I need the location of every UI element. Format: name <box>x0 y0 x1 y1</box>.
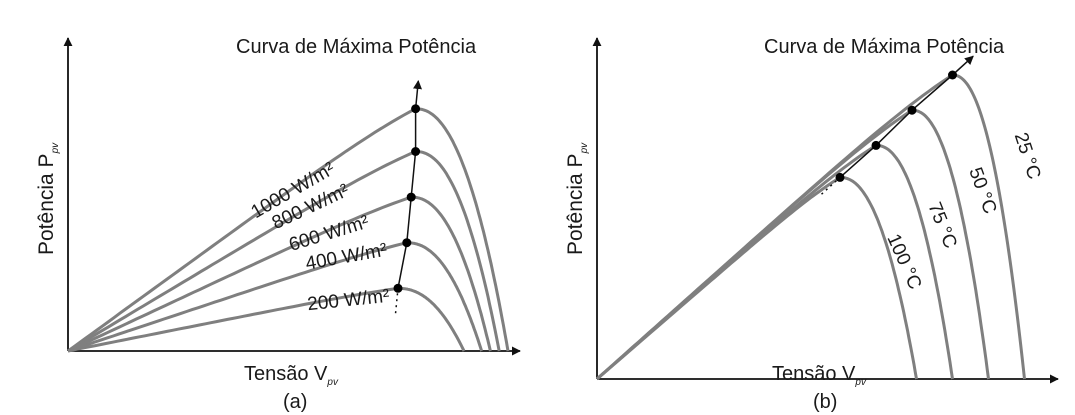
x-axis-label: Tensão Vpv <box>772 363 867 388</box>
series-curve <box>595 73 1026 381</box>
panel-label-a: (a) <box>283 391 307 413</box>
series-curve <box>67 241 484 353</box>
mpp-points-a <box>393 104 421 293</box>
mpp-point <box>411 104 421 114</box>
series-label: 200 W/m² <box>306 286 390 315</box>
mpp-point <box>393 283 403 293</box>
mpp-points-b <box>835 70 957 182</box>
mpp-track-a <box>394 80 422 314</box>
series-curve <box>67 286 466 353</box>
x-axis-label: Tensão Vpv <box>244 363 339 388</box>
mpp-point <box>402 238 412 248</box>
annotation-title: Curva de Máxima Potência <box>764 36 1005 58</box>
panel-b: Curva de Máxima Potência Potência Ppv Te… <box>564 36 1059 413</box>
series-curve <box>596 108 990 381</box>
mpp-track-tail <box>394 288 399 314</box>
panel-label-b: (b) <box>813 391 837 413</box>
y-axis-label: Potência Ppv <box>564 142 590 255</box>
series-curve <box>596 175 918 381</box>
mpp-point <box>411 147 421 156</box>
annotation-title: Curva de Máxima Potência <box>236 36 477 58</box>
series-label: 100 °C <box>882 231 925 293</box>
mpp-point <box>907 105 917 115</box>
mpp-point <box>835 172 845 182</box>
curves-b <box>595 73 1026 381</box>
mpp-track-tail <box>821 176 841 195</box>
panel-a: Curva de Máxima Potência Potência Ppv Te… <box>35 36 521 413</box>
series-label: 25 °C <box>1010 130 1045 182</box>
y-axis-label: Potência Ppv <box>35 142 61 255</box>
mpp-point <box>871 140 881 150</box>
mpp-point <box>948 70 957 80</box>
curves-a <box>67 107 510 353</box>
mpp-point <box>406 192 416 202</box>
mpp-track-line <box>397 80 422 289</box>
